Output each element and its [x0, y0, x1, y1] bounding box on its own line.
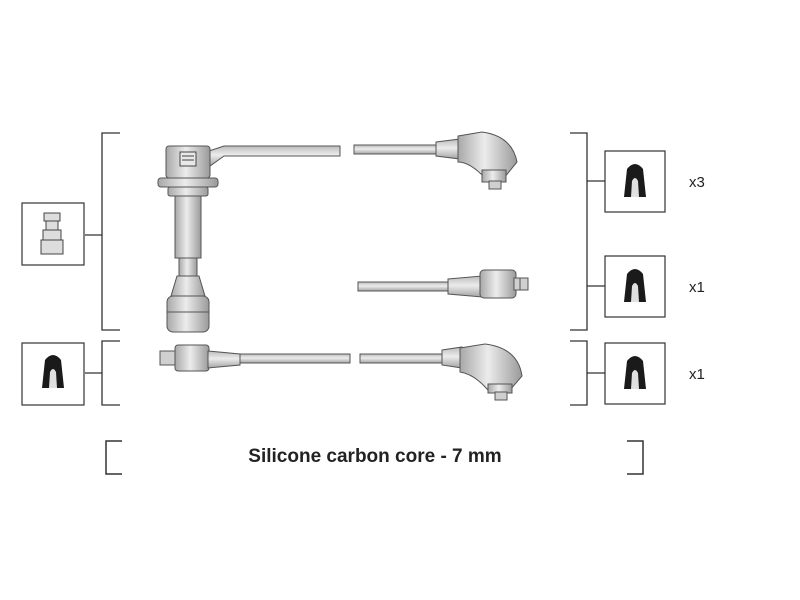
spark-plug-connector-icon [21, 202, 85, 266]
terminal-boot-icon-right-bottom [604, 342, 666, 405]
angled-boot-lead-bottom [359, 343, 523, 401]
quantity-label-top: x3 [689, 174, 705, 191]
core-type-caption: Silicone carbon core - 7 mm [248, 446, 502, 467]
left-top-bracket [85, 132, 120, 331]
terminal-boot-icon-right-top [604, 150, 666, 213]
terminal-boot-icon-left [21, 342, 85, 406]
coil-boot-lead [157, 145, 341, 333]
caption-bracket-left [105, 440, 122, 475]
right-top-bracket [570, 132, 605, 331]
left-bottom-bracket [85, 340, 120, 406]
angled-boot-lead-top [353, 131, 518, 190]
quantity-label-middle: x1 [689, 279, 705, 296]
connector-lead-bottom [159, 344, 351, 372]
straight-boot-lead [357, 269, 529, 299]
quantity-label-bottom: x1 [689, 366, 705, 383]
terminal-boot-icon-right-middle [604, 255, 666, 318]
caption-bracket-right [627, 440, 644, 475]
right-bottom-bracket [570, 340, 605, 406]
